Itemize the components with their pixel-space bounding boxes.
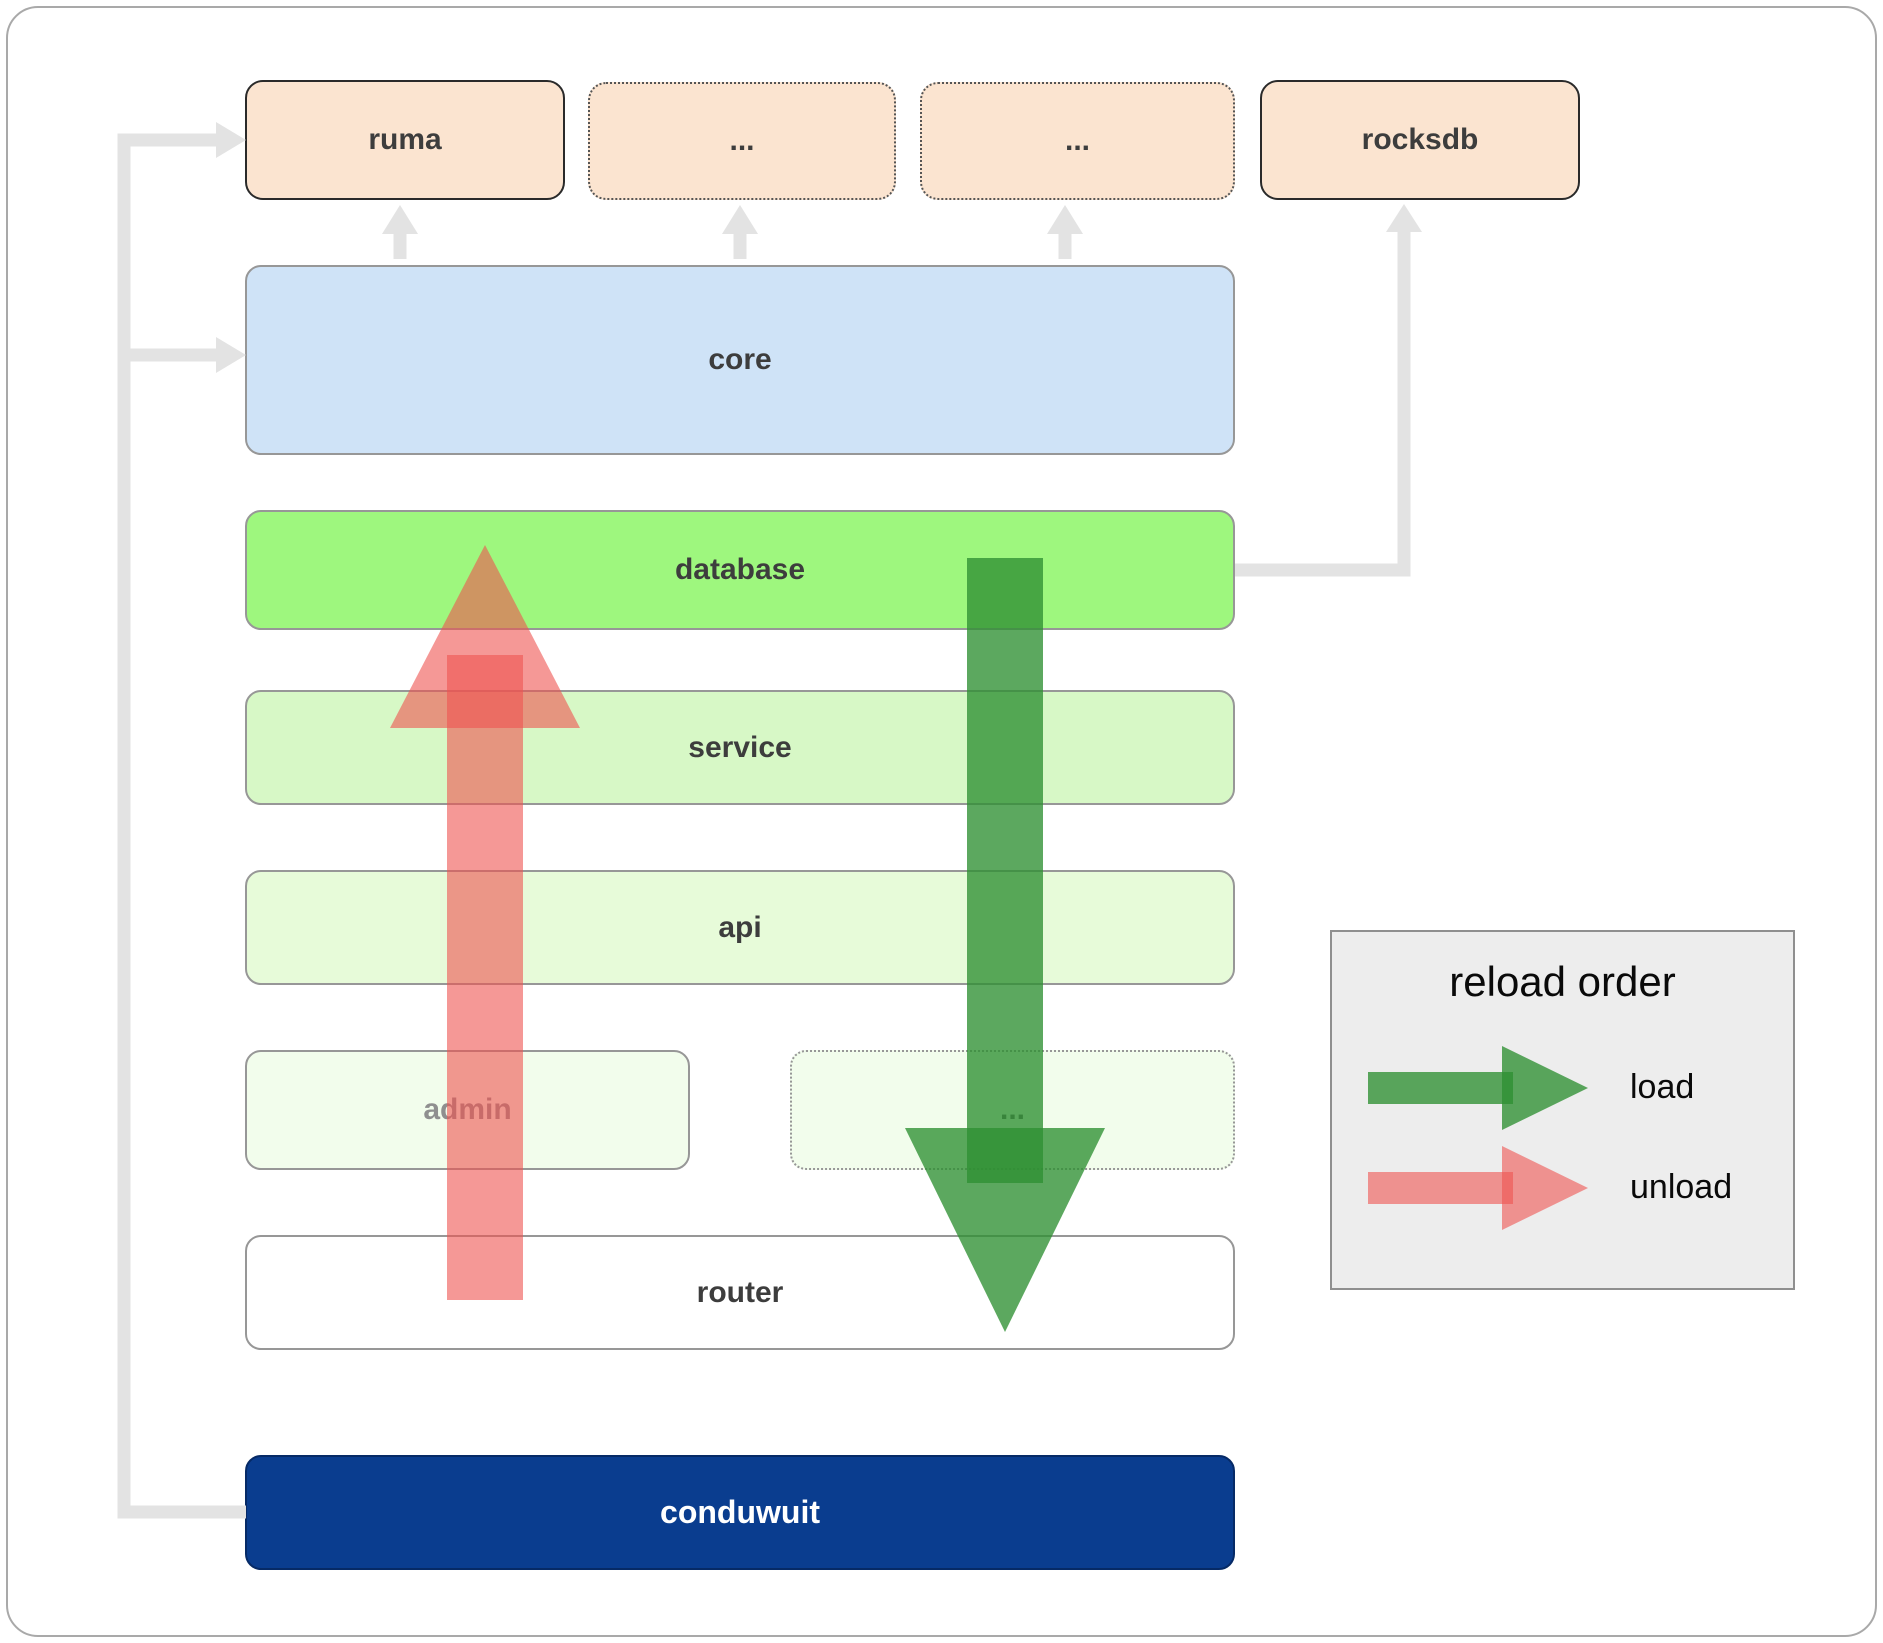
node-label: ... <box>1064 124 1090 157</box>
legend-item-unload-label: unload <box>1630 1168 1733 1206</box>
node-label: rocksdb <box>1361 123 1479 156</box>
node-label: ... <box>729 124 755 157</box>
node-ellipsis-top-1: ... <box>588 82 896 200</box>
node-ellipsis-top-2: ... <box>920 82 1235 200</box>
node-admin: admin <box>245 1050 690 1170</box>
node-database: database <box>245 510 1235 630</box>
node-conduwuit: conduwuit <box>245 1455 1235 1570</box>
node-ruma: ruma <box>245 80 565 200</box>
node-service: service <box>245 690 1235 805</box>
legend-title: reload order <box>1449 958 1676 1005</box>
node-label: database <box>674 553 806 586</box>
node-label: service <box>688 730 792 764</box>
node-core: core <box>245 265 1235 455</box>
node-router: router <box>245 1235 1235 1350</box>
node-label: router <box>696 1275 784 1309</box>
node-label: ... <box>999 1093 1025 1126</box>
node-label: conduwuit <box>660 1494 820 1530</box>
node-label: core <box>708 343 772 376</box>
node-rocksdb: rocksdb <box>1260 80 1580 200</box>
outer-frame <box>6 6 1877 1637</box>
node-label: admin <box>423 1093 512 1126</box>
node-label: api <box>718 910 762 944</box>
node-ellipsis-mid: ... <box>790 1050 1235 1170</box>
legend-item-load-label: load <box>1630 1068 1695 1106</box>
node-api: api <box>245 870 1235 985</box>
node-label: ruma <box>368 123 442 156</box>
